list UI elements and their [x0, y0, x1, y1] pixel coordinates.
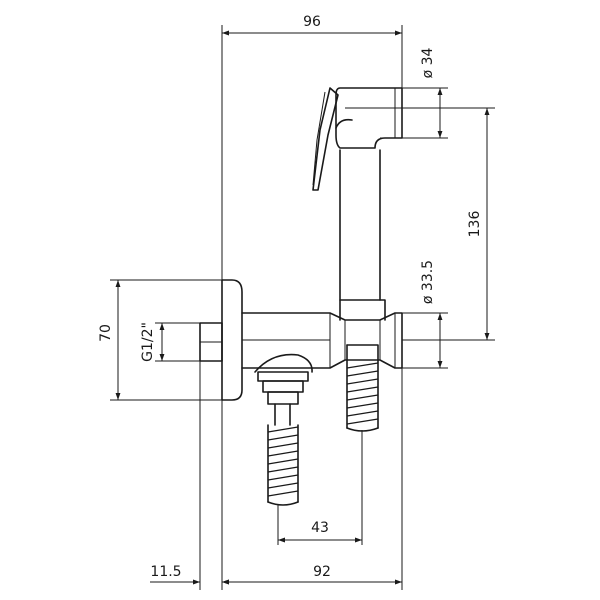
wall-plate: [221, 279, 243, 401]
hose-connector-collar: [339, 299, 386, 361]
dim-top-width: 96: [303, 14, 321, 30]
dimension-lines: [115, 30, 490, 585]
dim-bottom-width: 92: [313, 564, 331, 580]
dim-handle-length: 136: [467, 211, 483, 238]
dimension-labels: 96 ø 34 136 ø 33.5 70 G1/2" 43 11.5 92: [98, 14, 483, 580]
dim-thread: G1/2": [140, 322, 156, 362]
dim-head-diameter: ø 34: [420, 47, 436, 78]
outlet-nut: [254, 353, 313, 426]
dim-hose-spacing: 43: [311, 520, 329, 536]
dim-plate-height: 70: [98, 324, 114, 342]
hose-left: [267, 424, 299, 506]
hose-right: [346, 359, 379, 432]
extension-lines: [110, 25, 495, 590]
dim-wall-depth: 11.5: [150, 564, 181, 580]
threaded-inlet: [199, 322, 223, 362]
dim-connector-diameter: ø 33.5: [420, 260, 436, 304]
hand-shower: [312, 87, 403, 301]
